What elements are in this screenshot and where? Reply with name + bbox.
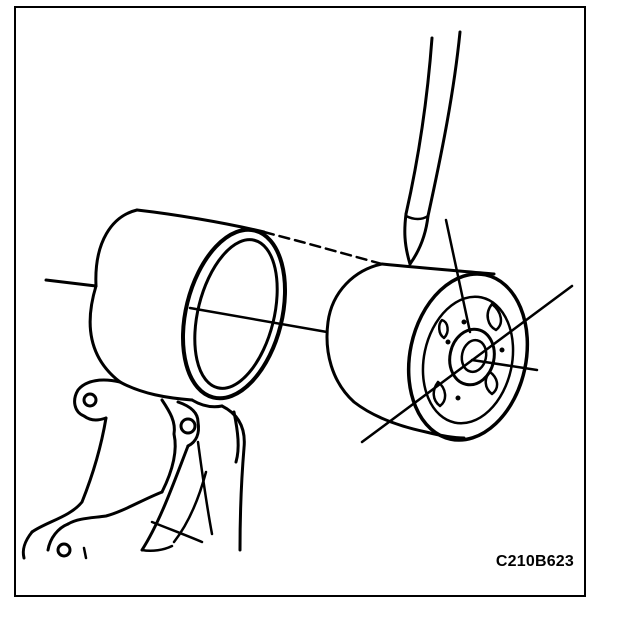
bushing-removal-illustration	[21, 30, 574, 560]
bushing	[325, 262, 530, 442]
control-arm-body	[21, 378, 246, 560]
figure-code: C210B623	[495, 553, 574, 570]
illustration-frame: C210B623	[14, 6, 586, 597]
bushing-axis-lines	[360, 218, 574, 444]
marking-punch-tool	[403, 30, 462, 266]
centerline	[44, 278, 539, 372]
control-arm-housing	[88, 208, 384, 409]
housing-bore	[180, 227, 288, 401]
